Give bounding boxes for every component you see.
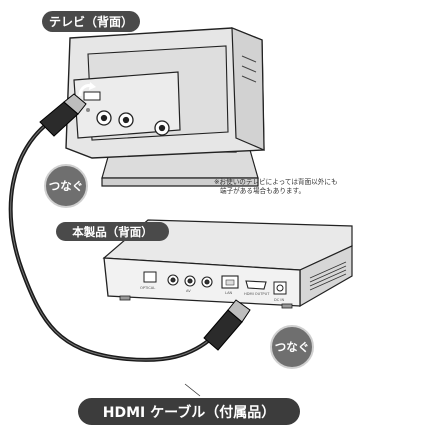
dc-port: [276, 284, 284, 292]
product-back-label: 本製品（背面）: [56, 222, 169, 241]
product-hdmi-port: [245, 280, 267, 290]
note-line-1: ※お使いのテレビによっては背面以外にも: [214, 178, 338, 186]
note-line-2: 端子がある場合もあります。: [220, 187, 306, 195]
product-side-plug: [203, 299, 251, 351]
tv-side-plug: [39, 93, 87, 137]
hdmi-cable: [8, 82, 251, 362]
dc-port-label: DC IN: [274, 298, 285, 302]
hdmi-cable-label: HDMI ケーブル（付属品）: [78, 398, 300, 425]
optical-port-label: OPTICAL: [140, 286, 156, 290]
optical-port: [143, 271, 157, 283]
tv-back-label: テレビ（背面）: [42, 11, 140, 32]
tv-illustration: [65, 27, 265, 187]
connect-badge-product: つなぐ: [270, 325, 314, 369]
connect-badge-tv: つなぐ: [44, 164, 88, 208]
cable-leader: [184, 383, 201, 397]
tv-port-note: ※お使いのテレビによっては背面以外にも 端子がある場合もあります。: [214, 178, 338, 196]
av-port-label: AV: [186, 289, 191, 293]
lan-port-label: LAN: [225, 291, 233, 295]
hdmi-port-label: HDMI OUTPUT: [244, 292, 270, 296]
tv-hdmi-port: [83, 91, 101, 101]
